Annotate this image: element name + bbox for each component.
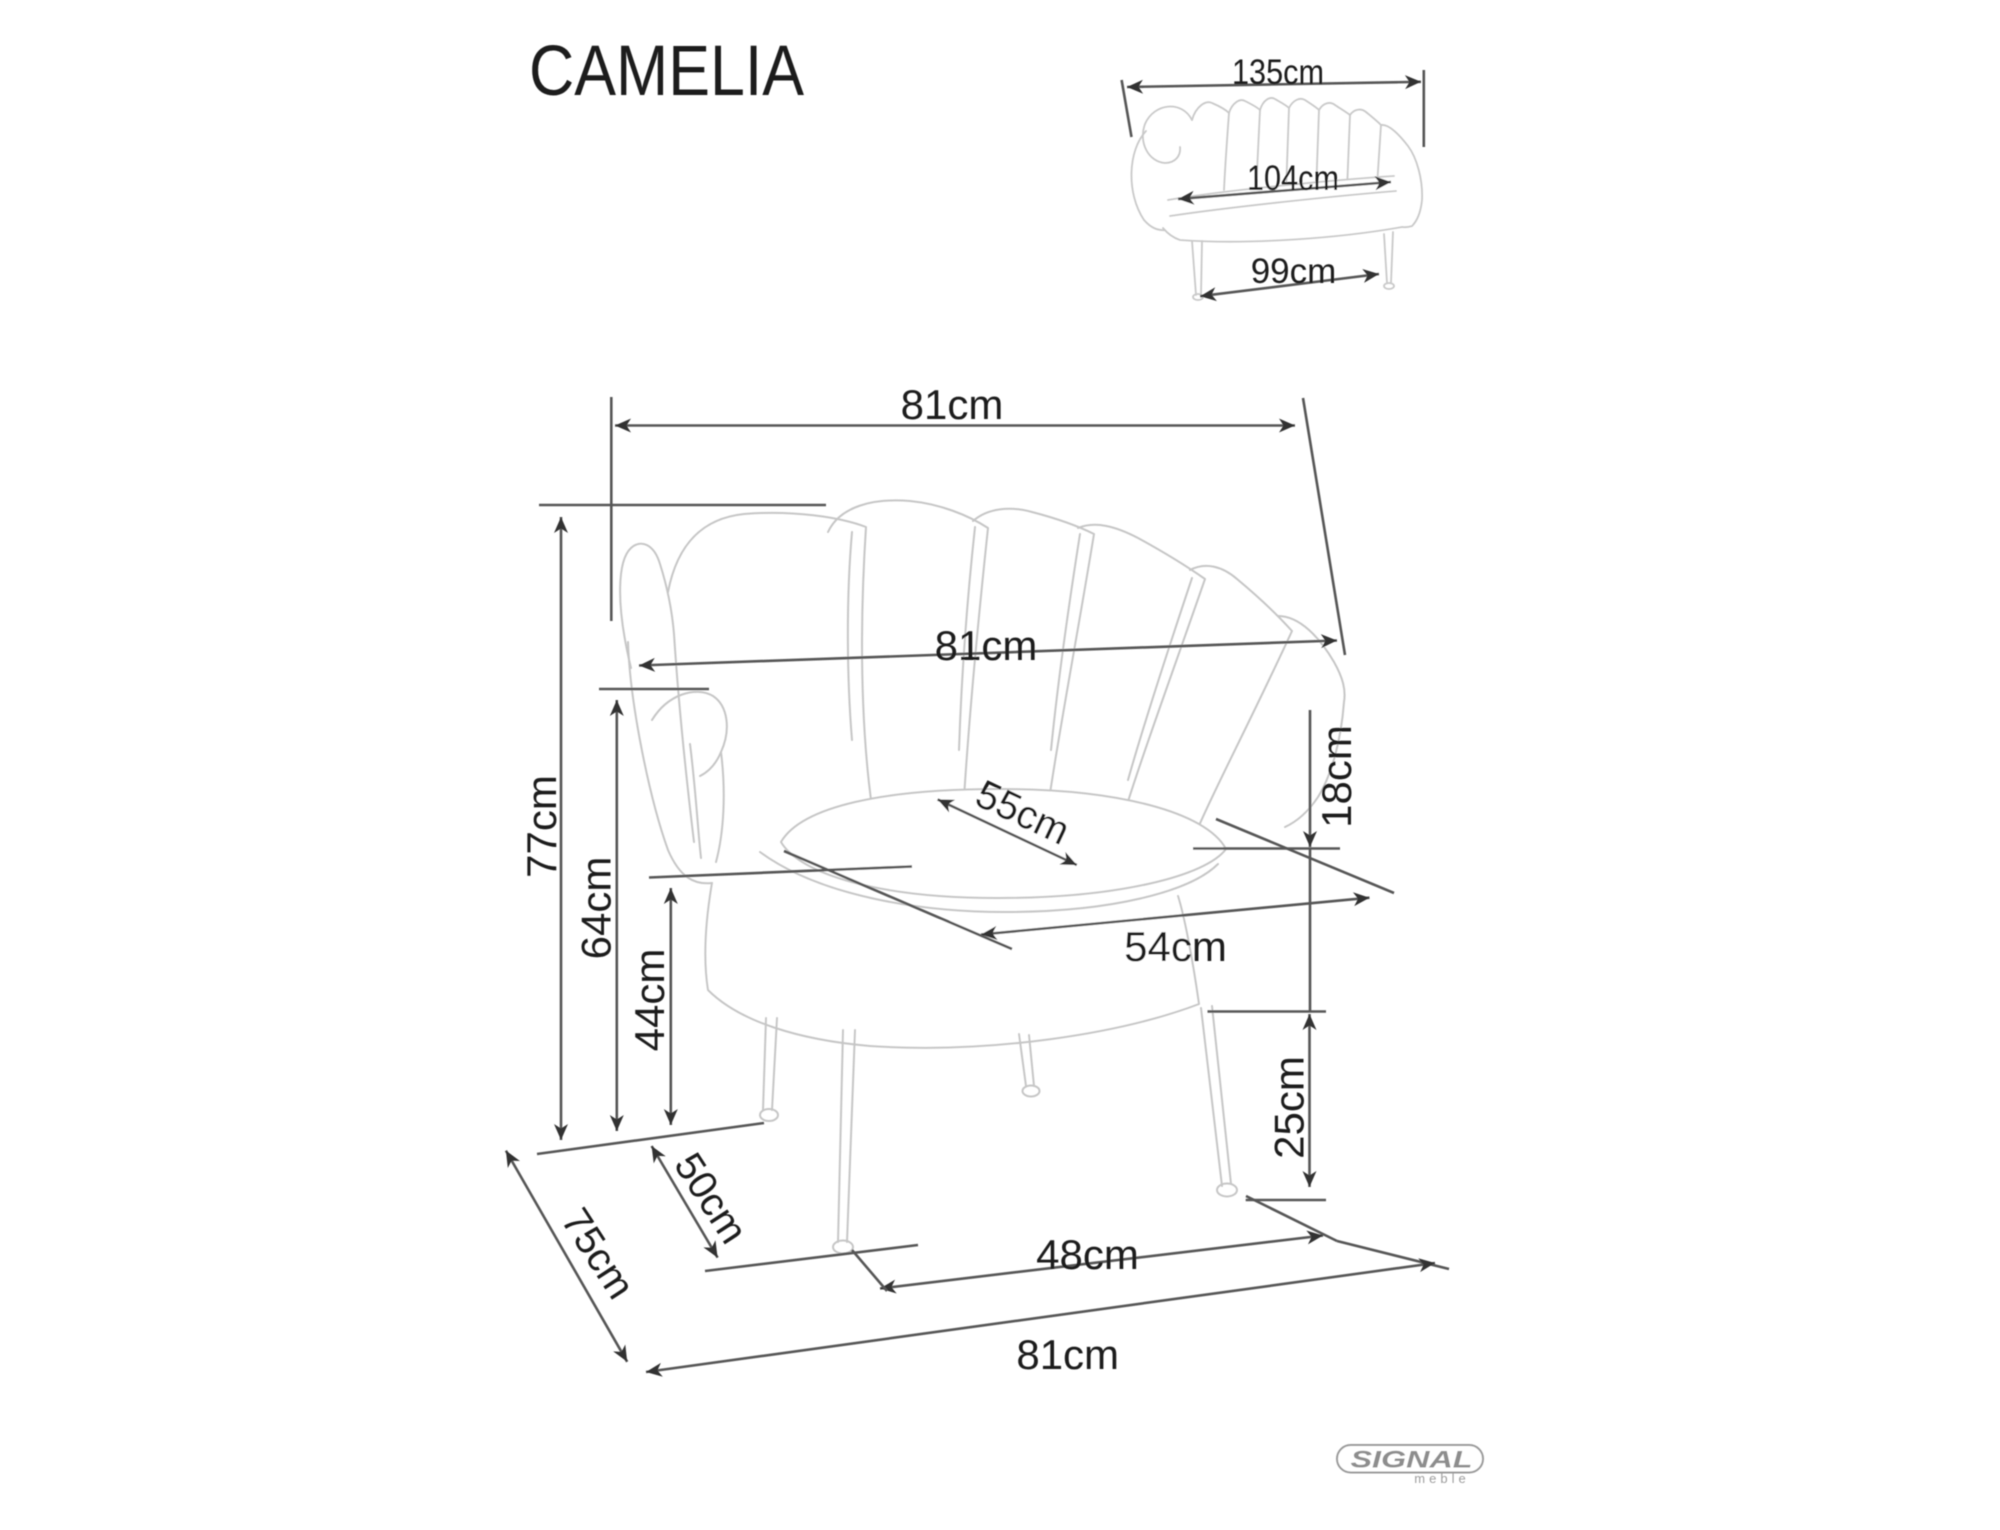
svg-text:99cm: 99cm xyxy=(1251,252,1337,291)
svg-text:meble: meble xyxy=(1414,1471,1469,1486)
svg-text:77cm: 77cm xyxy=(518,775,565,878)
svg-text:25cm: 25cm xyxy=(1266,1056,1313,1159)
svg-text:64cm: 64cm xyxy=(573,857,620,960)
svg-text:18cm: 18cm xyxy=(1313,725,1360,828)
svg-text:CAMELIA: CAMELIA xyxy=(529,32,805,111)
svg-text:135cm: 135cm xyxy=(1232,53,1324,92)
svg-text:104cm: 104cm xyxy=(1247,159,1339,198)
svg-text:48cm: 48cm xyxy=(1036,1231,1139,1278)
svg-text:54cm: 54cm xyxy=(1124,923,1227,970)
svg-text:81cm: 81cm xyxy=(1016,1331,1119,1378)
svg-text:SIGNAL: SIGNAL xyxy=(1351,1447,1473,1474)
svg-text:81cm: 81cm xyxy=(901,381,1004,428)
svg-text:44cm: 44cm xyxy=(626,949,673,1052)
svg-text:81cm: 81cm xyxy=(935,622,1038,669)
